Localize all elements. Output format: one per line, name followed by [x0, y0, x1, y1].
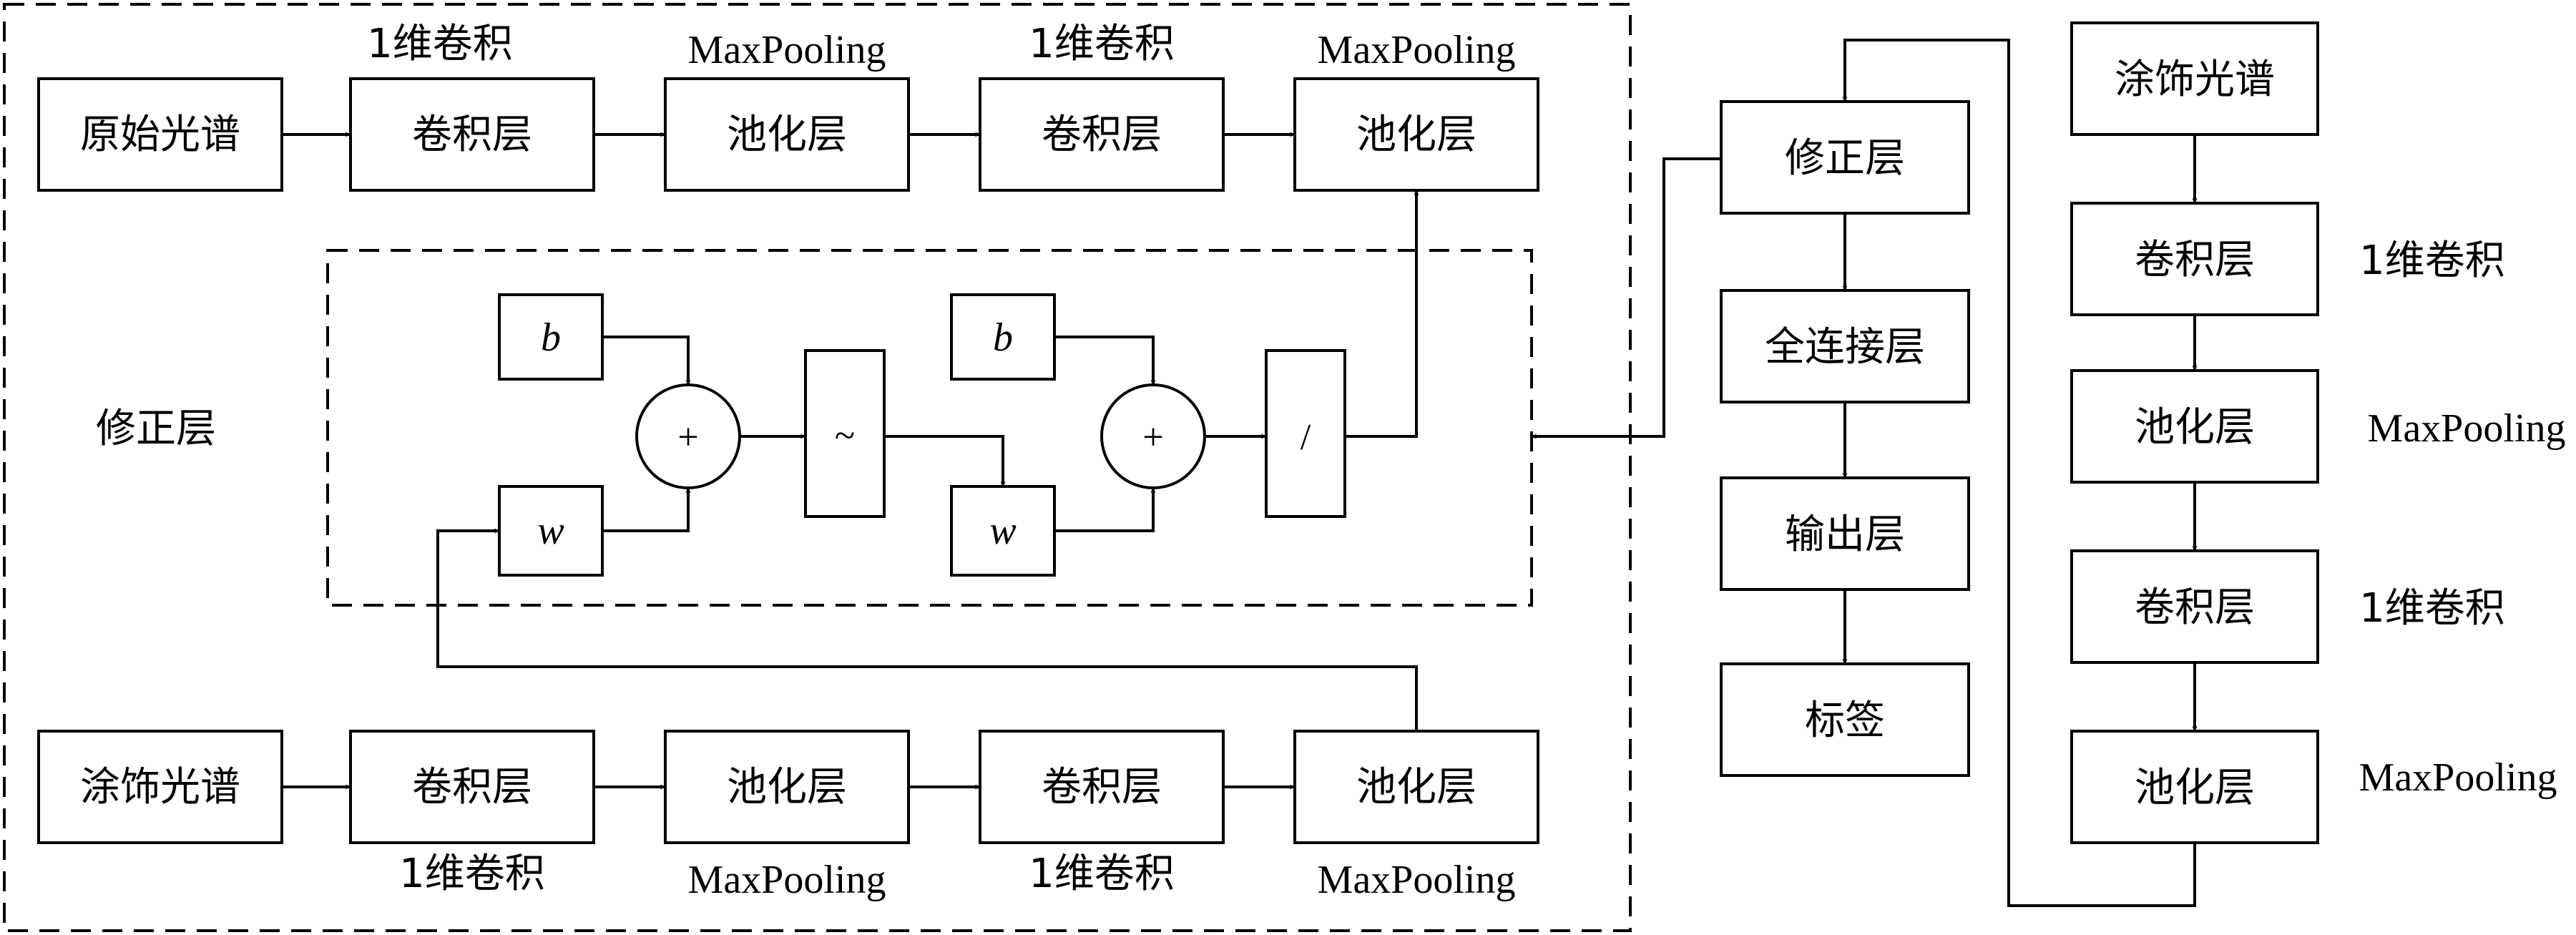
coated-spectrum-right-label: 涂饰光谱 [2115, 57, 2275, 103]
arrow-bias1-to-adder1 [602, 336, 691, 386]
right-pool-layer-2-label: 池化层 [2135, 765, 2255, 811]
label-node: 标签 [1720, 662, 1970, 777]
max-pooling-note-bottom-2: MaxPooling [1318, 858, 1516, 902]
right-conv-layer-2-label: 卷积层 [2135, 584, 2255, 631]
fully-connected-layer-label: 全连接层 [1765, 324, 1925, 371]
arrow-bottom-pool2-to-weight1 [436, 528, 1418, 731]
correction-layer-label: 修正层 [1785, 135, 1905, 182]
divide-node-label: / [1301, 417, 1311, 458]
coated-spectrum-node-right: 涂饰光谱 [2070, 21, 2319, 136]
bottom-conv-layer-1-label: 卷积层 [412, 764, 532, 811]
arrow-weight2-to-adder2 [1054, 487, 1156, 532]
bottom-pool-layer-1-label: 池化层 [727, 764, 847, 811]
adder-node-1-label: + [677, 417, 698, 458]
right-pool-layer-1-label: 池化层 [2135, 404, 2255, 451]
weight-node-2: w [950, 485, 1056, 577]
adder-node-2-label: + [1142, 417, 1163, 458]
arrow-weight1-to-adder1 [602, 487, 691, 532]
top-conv-layer-1-label: 卷积层 [412, 112, 532, 158]
right-conv-layer-1-label: 卷积层 [2135, 237, 2255, 283]
tilde-node: ~ [804, 349, 886, 518]
conv-1d-note-top-1: 1维卷积 [367, 21, 513, 67]
top-pool-layer-1: 池化层 [664, 77, 910, 192]
arrow-bias2-to-adder2 [1054, 336, 1156, 386]
top-pool-layer-2-label: 池化层 [1356, 112, 1476, 158]
tilde-node-label: ~ [835, 416, 855, 456]
conv-1d-note-bottom-2: 1维卷积 [1029, 851, 1175, 897]
top-pool-layer-1-label: 池化层 [727, 112, 847, 158]
weight-node-2-label: w [989, 509, 1016, 553]
output-layer-label: 输出层 [1785, 511, 1905, 558]
coated-spectrum-node-bottom: 涂饰光谱 [37, 730, 283, 844]
top-conv-layer-2: 卷积层 [979, 77, 1225, 192]
max-pooling-note-right-2: MaxPooling [2359, 755, 2557, 800]
bottom-conv-layer-2-label: 卷积层 [1042, 764, 1162, 811]
fully-connected-layer-node: 全连接层 [1720, 289, 1970, 403]
conv-1d-note-right-2: 1维卷积 [2359, 585, 2505, 632]
correction-layer-node: 修正层 [1720, 100, 1970, 215]
right-pool-layer-1: 池化层 [2070, 369, 2319, 484]
max-pooling-note-top-2: MaxPooling [1318, 28, 1516, 72]
raw-spectrum-label: 原始光谱 [80, 112, 240, 158]
feature-extraction-region [3, 3, 1632, 932]
top-conv-layer-1: 卷积层 [349, 77, 595, 192]
correction-region [326, 249, 1533, 607]
bottom-conv-layer-1: 卷积层 [349, 730, 595, 844]
raw-spectrum-node: 原始光谱 [37, 77, 283, 192]
max-pooling-note-bottom-1: MaxPooling [688, 858, 886, 902]
correction-region-label: 修正层 [96, 406, 216, 452]
top-pool-layer-2: 池化层 [1293, 77, 1539, 192]
bottom-pool-layer-2: 池化层 [1293, 730, 1539, 844]
weight-node-1: w [498, 485, 604, 577]
bias-node-1-label: b [541, 315, 561, 360]
arrow-tilde-to-weight2 [884, 435, 1006, 487]
bottom-pool-layer-2-label: 池化层 [1356, 764, 1476, 811]
conv-1d-note-right-1: 1维卷积 [2359, 238, 2505, 284]
weight-node-1-label: w [537, 509, 564, 553]
adder-node-1: + [635, 383, 741, 489]
right-pool-layer-2: 池化层 [2070, 730, 2319, 844]
right-conv-layer-2: 卷积层 [2070, 549, 2319, 664]
bias-node-1: b [498, 293, 604, 381]
max-pooling-note-top-1: MaxPooling [688, 28, 886, 72]
max-pooling-note-right-1: MaxPooling [2368, 406, 2566, 451]
conv-1d-note-top-2: 1维卷积 [1029, 21, 1175, 67]
conv-1d-note-bottom-1: 1维卷积 [399, 851, 545, 897]
bottom-pool-layer-1: 池化层 [664, 730, 910, 844]
arrow-right-pool2-to-correction [1842, 39, 2196, 907]
bias-node-2-label: b [993, 315, 1013, 360]
arrow-correction-to-region [1531, 157, 1721, 439]
bias-node-2: b [950, 293, 1056, 381]
label-node-label: 标签 [1805, 697, 1885, 744]
divide-node: / [1265, 349, 1346, 518]
output-layer-node: 输出层 [1720, 476, 1970, 591]
adder-node-2: + [1100, 383, 1206, 489]
top-conv-layer-2-label: 卷积层 [1042, 112, 1162, 158]
arrow-divide-to-top-pool2 [1345, 190, 1419, 438]
bottom-conv-layer-2: 卷积层 [979, 730, 1225, 844]
right-conv-layer-1: 卷积层 [2070, 202, 2319, 316]
coated-spectrum-bottom-label: 涂饰光谱 [80, 764, 240, 811]
